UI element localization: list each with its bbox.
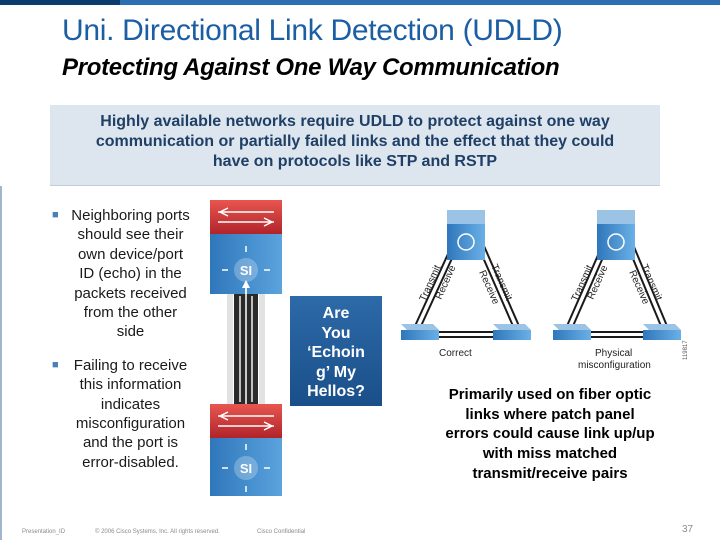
bullet-marker-icon: ■ <box>52 358 59 371</box>
udld-topology-diagram: Transmit Receive Transmit Receive Correc… <box>401 210 689 371</box>
bullet-list: ■ Neighboring ports should see their own… <box>52 206 203 472</box>
page-number: 37 <box>682 524 694 535</box>
primary-use-text: Primarily used on fiber optic links wher… <box>420 385 680 484</box>
core-switch-top-icon <box>597 210 635 224</box>
callout-line: You <box>321 324 351 342</box>
footer-copyright: © 2006 Cisco Systems, Inc. All rights re… <box>95 529 220 535</box>
banner-line-3: have on protocols like STP and RSTP <box>212 153 498 170</box>
callout-line: Are <box>322 305 350 322</box>
access-switch-right-icon <box>643 324 681 330</box>
slide-title: Uni. Directional Link Detection (UDLD) <box>62 14 563 47</box>
bullet-1-line: should see their <box>77 226 184 244</box>
access-switch-left-icon <box>401 324 439 330</box>
miswired-topology: Transmit Receive Transmit Receive Physic… <box>553 210 681 371</box>
callout-line: ‘Echoin <box>307 344 365 361</box>
label-correct: Correct <box>439 348 472 359</box>
bullet-neighboring-ports: ■ Neighboring ports should see their own… <box>52 206 203 342</box>
bullet-failing-to-receive: ■ Failing to receive this information in… <box>52 356 203 472</box>
slide-subtitle: Protecting Against One Way Communication <box>62 54 560 81</box>
bullet-1-line: side <box>116 323 145 341</box>
primary-line: errors could cause link up/up <box>445 425 655 443</box>
bullet-1-line: ID (echo) in the <box>79 265 182 283</box>
content-left-border <box>0 186 2 540</box>
summary-banner: Highly available networks require UDLD t… <box>50 105 660 186</box>
fiber-link <box>227 280 265 415</box>
footer-confidential: Cisco Confidential <box>257 529 306 535</box>
top-switch-si-label: SI <box>240 263 252 278</box>
top-switch-icon: SI <box>210 200 282 294</box>
bullet-1-line: Neighboring ports <box>71 207 190 224</box>
echo-callout: Are You ‘Echoin g’ My Hellos? <box>290 296 382 406</box>
footer-presentation-id: Presentation_ID <box>22 529 66 535</box>
callout-line: Hellos? <box>307 383 365 400</box>
bullet-2-line: error-disabled. <box>82 453 179 471</box>
top-accent-bar-dark <box>0 0 120 5</box>
banner-text: Highly available networks require UDLD t… <box>50 112 660 172</box>
bullet-1-line: own device/port <box>77 245 184 263</box>
primary-line: with miss matched <box>482 445 618 463</box>
bullet-2-line: indicates <box>100 395 161 413</box>
top-accent-bar <box>0 0 720 5</box>
access-switch-right-icon <box>493 324 531 330</box>
label-misconfiguration: misconfiguration <box>578 360 651 371</box>
core-switch-top-icon <box>447 210 485 224</box>
label-physical: Physical <box>595 348 632 359</box>
figure-id: 119817 <box>683 340 689 360</box>
access-switch-left-icon <box>553 324 591 330</box>
bottom-switch-si-label: SI <box>240 461 252 476</box>
bullet-marker-icon: ■ <box>52 209 59 221</box>
bullet-2-line: Failing to receive <box>73 356 188 374</box>
bullet-1-line: from the other <box>83 304 178 322</box>
bullet-2-line: misconfiguration <box>75 415 186 433</box>
bottom-switch-icon: SI <box>210 404 282 496</box>
bullet-1-line: packets received <box>74 284 187 302</box>
correct-topology: Transmit Receive Transmit Receive Correc… <box>401 210 531 359</box>
bullet-2-line: this information <box>79 376 182 394</box>
primary-line: Primarily used on fiber optic <box>448 386 652 403</box>
banner-line-2: communication or partially failed links … <box>95 133 615 150</box>
bullet-2-line: and the port is <box>82 434 179 452</box>
primary-line: links where patch panel <box>465 405 635 423</box>
primary-line: transmit/receive pairs <box>472 464 628 482</box>
banner-line-1: Highly available networks require UDLD t… <box>100 113 610 130</box>
callout-line: g’ My <box>315 363 356 381</box>
switch-pair-diagram: SI SI <box>210 200 282 496</box>
callout-text: Are You ‘Echoin g’ My Hellos? <box>290 304 382 402</box>
